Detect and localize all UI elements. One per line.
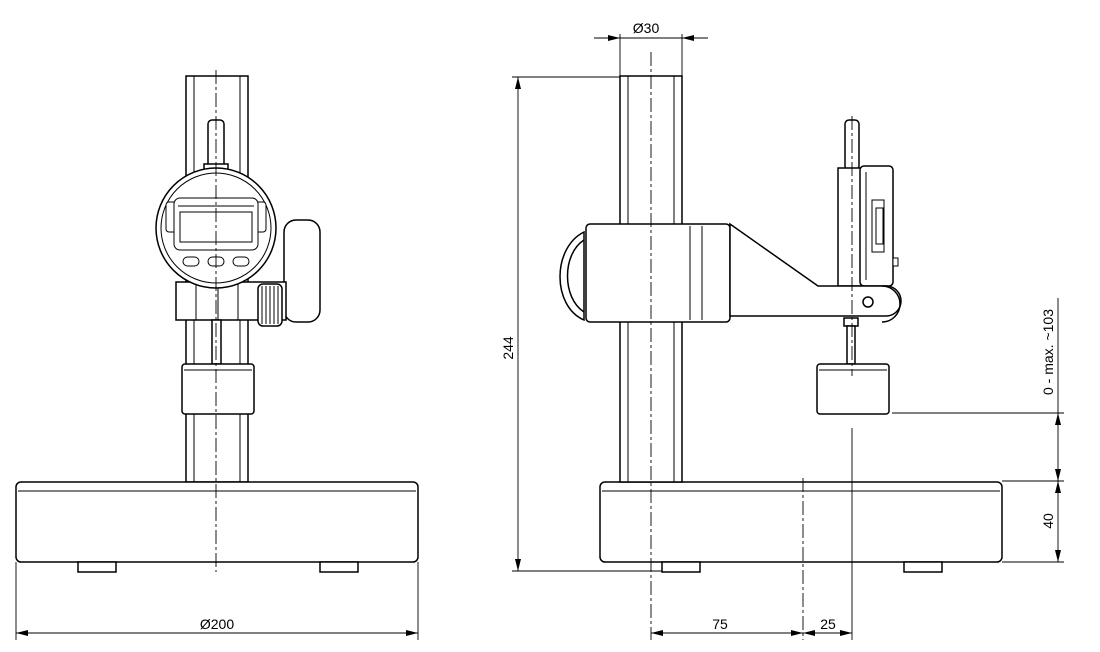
front-base — [15, 481, 419, 563]
dim-label-base-height: 40 — [1040, 513, 1056, 529]
dim-label-measuring-range: 0 - max. ~103 — [1040, 309, 1056, 395]
dim-column-diameter: Ø30 — [594, 20, 708, 76]
dim-horizontal-offsets: 75 25 — [651, 428, 853, 640]
side-foot-left — [661, 561, 701, 573]
dim-base-height: 40 — [1002, 480, 1064, 563]
dim-base-diameter: Ø200 — [15, 562, 419, 640]
dim-label-column-diameter: Ø30 — [633, 20, 660, 36]
side-foot-right — [903, 561, 943, 573]
front-view — [15, 70, 419, 573]
side-spindle — [846, 325, 856, 365]
front-measuring-table — [181, 363, 255, 415]
side-measuring-table — [816, 363, 890, 415]
front-foot-left — [77, 561, 117, 573]
gauge-button-right — [232, 256, 250, 267]
dim-label-probe-overhang: 25 — [820, 616, 836, 632]
side-knob — [559, 230, 585, 322]
clamp-knob — [257, 283, 283, 327]
dim-measuring-range: 0 - max. ~103 — [892, 298, 1064, 414]
dim-gap — [1055, 413, 1061, 481]
side-clamp-housing — [585, 223, 731, 323]
side-base — [599, 481, 1003, 563]
dim-label-base-diameter: Ø200 — [200, 616, 234, 632]
front-foot-right — [319, 561, 359, 573]
front-spindle — [211, 319, 222, 365]
gauge-side-block — [283, 219, 321, 323]
arm-screw — [862, 296, 874, 308]
dim-label-total-height: 244 — [500, 336, 516, 360]
gauge-button-left — [182, 256, 200, 267]
dim-total-height: 244 — [500, 76, 662, 572]
side-view — [559, 52, 1003, 640]
dim-label-column-to-probe: 75 — [712, 616, 728, 632]
